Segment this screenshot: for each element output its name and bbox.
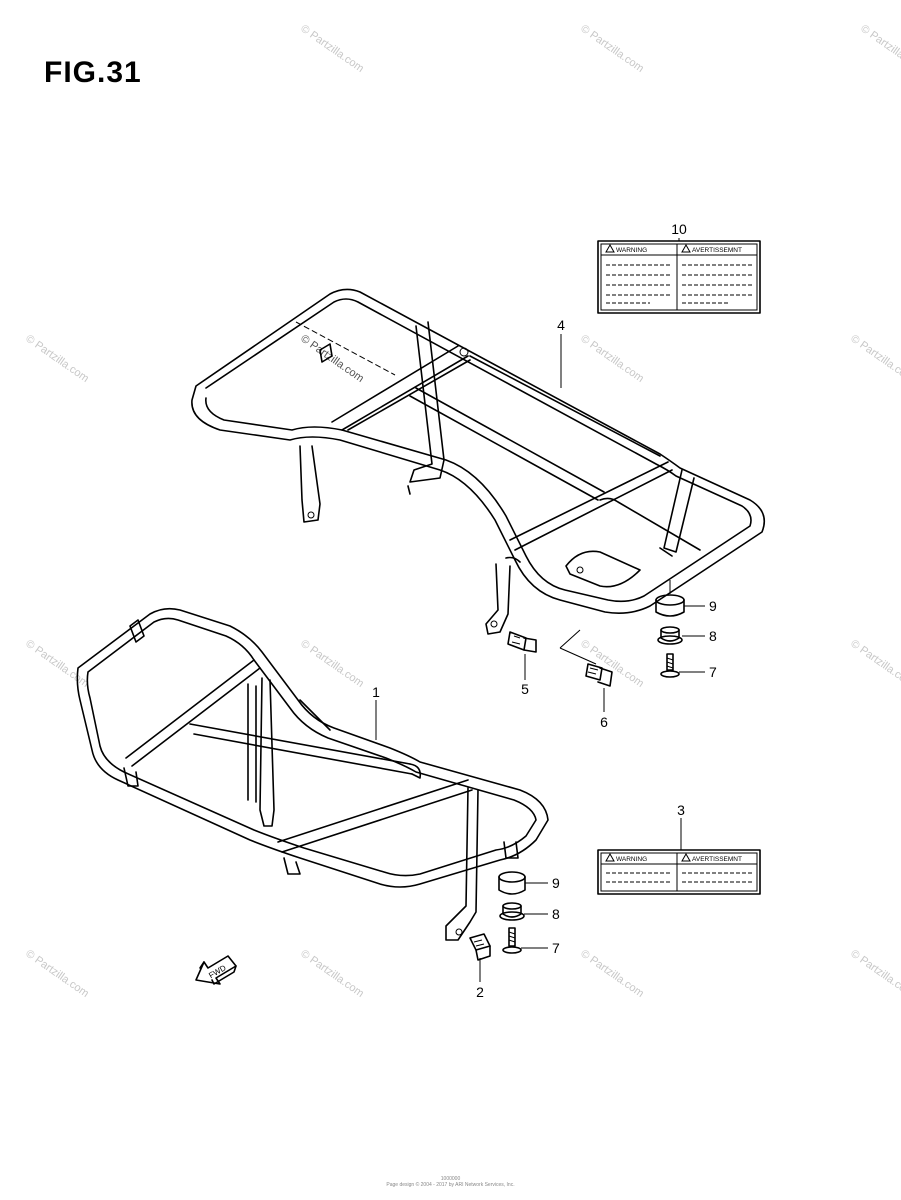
callout-9-upper: 9 [709, 598, 717, 614]
warning-label-text-right: AVERTISSEMNT [692, 856, 742, 863]
watermark: © Partzilla.com [848, 638, 901, 690]
callout-5: 5 [521, 681, 529, 697]
warning-label-text-left: WARNING [616, 856, 647, 863]
rear-carrier-frame[interactable] [191, 288, 766, 635]
watermark: © Partzilla.com [298, 333, 366, 385]
collar-part-8-upper[interactable] [657, 626, 683, 645]
watermark: © Partzilla.com [23, 333, 91, 385]
footer: 1000000 Page design © 2004 - 2017 by ARI… [0, 1176, 901, 1188]
watermark: © Partzilla.com [848, 333, 901, 385]
callout-7-lower: 7 [552, 940, 560, 956]
watermark: © Partzilla.com [578, 23, 646, 75]
watermark: © Partzilla.com [298, 948, 366, 1000]
bolt-part-7-lower[interactable] [502, 927, 522, 954]
figure-title: FIG.31 [44, 56, 142, 89]
footer-code: 1000000 [440, 1176, 461, 1182]
watermark-layer: © Partzilla.com © Partzilla.com © Partzi… [23, 23, 901, 1000]
watermark: © Partzilla.com [578, 333, 646, 385]
watermark: © Partzilla.com [23, 948, 91, 1000]
front-carrier-frame[interactable] [76, 607, 549, 941]
rubber-cushion-part-9-upper[interactable] [655, 594, 685, 617]
bolt-part-6[interactable] [585, 663, 613, 687]
callout-8-upper: 8 [709, 628, 717, 644]
callout-9-lower: 9 [552, 875, 560, 891]
watermark: © Partzilla.com [298, 23, 366, 75]
callout-4: 4 [557, 317, 565, 333]
rubber-cushion-part-9-lower[interactable] [498, 871, 526, 895]
watermark: © Partzilla.com [298, 638, 366, 690]
watermark: © Partzilla.com [23, 638, 91, 690]
callout-10: 10 [671, 221, 687, 237]
callout-numbers: 10 4 9 8 7 5 6 1 3 9 8 7 2 [372, 221, 717, 1000]
watermark: © Partzilla.com [578, 948, 646, 1000]
callout-7-upper: 7 [709, 664, 717, 680]
forward-arrow-icon: FWD [195, 955, 237, 985]
callout-2: 2 [476, 984, 484, 1000]
warning-label-part-3[interactable]: WARNING AVERTISSEMNT [597, 849, 761, 895]
watermark: © Partzilla.com [848, 948, 901, 1000]
bolt-part-7-upper[interactable] [660, 653, 680, 678]
callout-3: 3 [677, 802, 685, 818]
callout-6: 6 [600, 714, 608, 730]
callout-1: 1 [372, 684, 380, 700]
leader-lines [375, 238, 705, 982]
warning-label-part-10[interactable]: WARNING AVERTISSEMNT [597, 240, 761, 314]
collar-part-8-lower[interactable] [499, 902, 525, 921]
warning-label-text-right: AVERTISSEMNT [692, 247, 742, 254]
bolt-part-5[interactable] [507, 631, 537, 653]
bolt-part-2[interactable] [469, 933, 491, 961]
warning-label-text-left: WARNING [616, 247, 647, 254]
watermark: © Partzilla.com [858, 23, 901, 75]
footer-copyright: Page design © 2004 - 2017 by ARI Network… [386, 1182, 515, 1188]
callout-8-lower: 8 [552, 906, 560, 922]
